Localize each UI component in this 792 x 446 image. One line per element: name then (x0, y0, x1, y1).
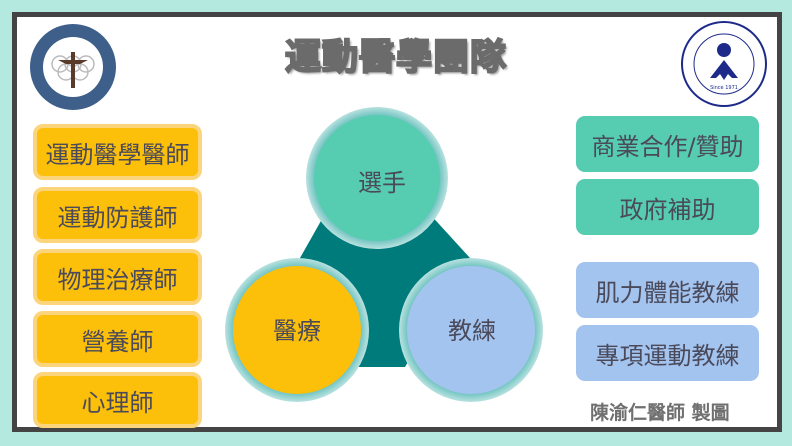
role-sports-medicine-physician: 運動醫學醫師 (33, 124, 202, 180)
sports-medicine-association-logo (30, 24, 116, 110)
medical-label: 醫療 (273, 317, 321, 345)
medical-circle (233, 266, 361, 394)
coach-label: 教練 (448, 317, 496, 345)
svg-text:Since 1971: Since 1971 (710, 85, 738, 91)
role-dietitian: 營養師 (33, 311, 202, 367)
role-athletic-trainer: 運動防護師 (33, 187, 202, 243)
athlete-circle (314, 115, 440, 241)
athlete-label: 選手 (358, 169, 406, 197)
page-title: 運動醫學團隊 (284, 36, 507, 79)
role-psychologist: 心理師 (33, 372, 202, 428)
support-government-subsidy: 政府補助 (576, 179, 759, 235)
rehabilitation-academy-logo: Since 1971 (681, 21, 767, 107)
role-physical-therapist: 物理治療師 (33, 249, 202, 305)
coach-circle (407, 266, 535, 394)
support-sponsorship: 商業合作/贊助 (576, 116, 759, 172)
coach-sport-specific: 專項運動教練 (576, 325, 759, 381)
author-credit: 陳渝仁醫師 製圖 (590, 402, 730, 424)
coach-strength-conditioning: 肌力體能教練 (576, 262, 759, 318)
